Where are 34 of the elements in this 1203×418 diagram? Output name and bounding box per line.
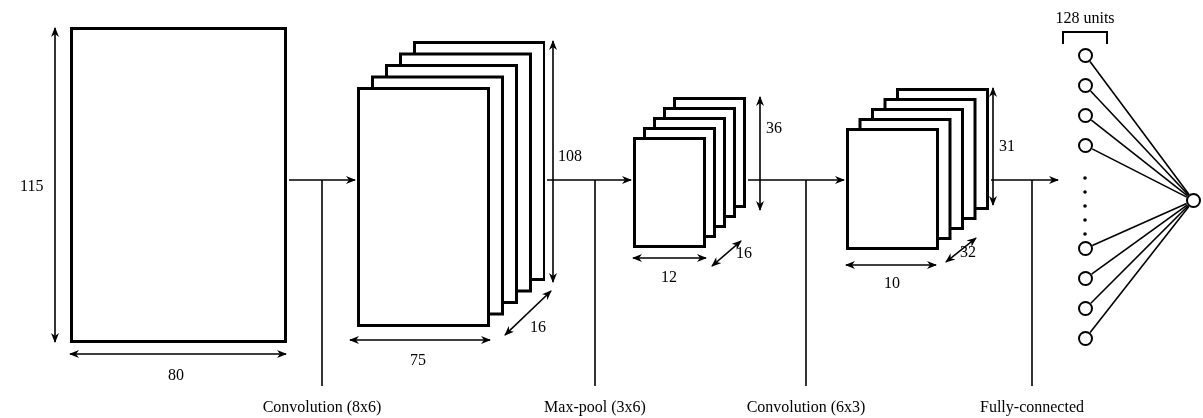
dimension-label: 108 xyxy=(558,147,582,165)
dimension-label: 115 xyxy=(20,177,44,195)
leader-line xyxy=(805,179,807,387)
bracket-label: 128 units xyxy=(1055,9,1115,27)
dimension-label: 16 xyxy=(736,244,752,262)
neuron-circle xyxy=(1078,241,1093,256)
dimension-label: 31 xyxy=(999,137,1015,155)
dimension-label: 32 xyxy=(960,243,976,261)
operation-label: Convolution (6x3) xyxy=(746,398,866,416)
leader-line xyxy=(594,179,596,387)
operation-label: Max-pool (3x6) xyxy=(544,398,646,416)
operation-label: Convolution (8x6) xyxy=(262,398,382,416)
dimension-label: 10 xyxy=(884,274,900,292)
arrow xyxy=(288,176,356,184)
arrow xyxy=(990,176,1059,184)
dimension-label: 36 xyxy=(766,119,782,137)
neuron-circle xyxy=(1078,271,1093,286)
feature-map-stack xyxy=(633,97,746,248)
neuron-circle xyxy=(1078,48,1093,63)
leader-line xyxy=(321,179,323,387)
neuron-circle xyxy=(1078,301,1093,316)
dimension-label: 80 xyxy=(168,366,184,384)
leader-line xyxy=(1031,179,1033,387)
dimension-label: 12 xyxy=(661,268,677,286)
input-map-box xyxy=(70,27,287,343)
operation-label: Fully-connected xyxy=(980,398,1084,416)
arrow xyxy=(546,176,632,184)
arrow xyxy=(747,176,845,184)
neuron-circle xyxy=(1078,331,1093,346)
dimension-label: 75 xyxy=(410,351,426,369)
dimension-label: 16 xyxy=(530,318,546,336)
neuron-circle xyxy=(1078,108,1093,123)
neuron-circle xyxy=(1078,78,1093,93)
neuron-circle xyxy=(1078,138,1093,153)
